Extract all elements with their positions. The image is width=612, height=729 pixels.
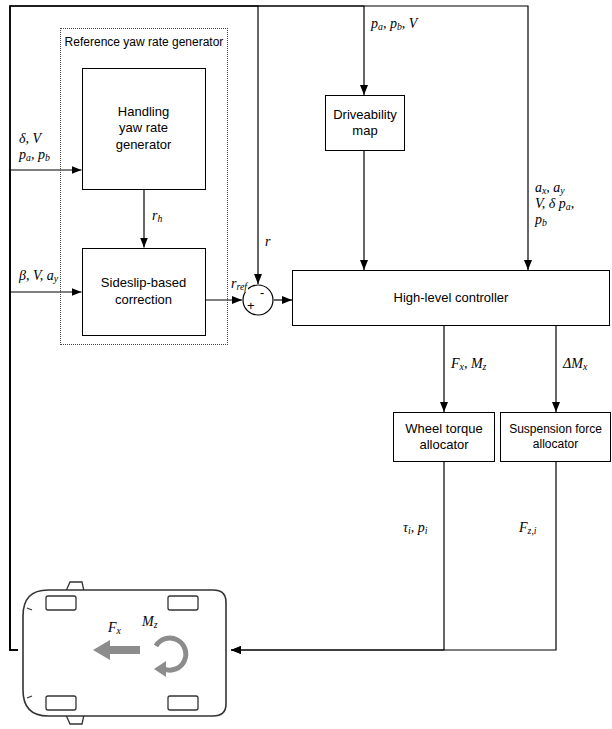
signal-label: ΔMx: [562, 356, 588, 372]
signal-connector: [231, 462, 444, 650]
math-symbol: p: [19, 147, 26, 162]
subscript: ref: [236, 281, 247, 292]
math-symbol: V: [535, 196, 542, 211]
signal-connector: [10, 6, 258, 650]
subscript: i: [408, 525, 411, 536]
math-symbol: M: [142, 614, 154, 629]
signal-connector: [143, 190, 144, 248]
signal-label: τi, pi: [402, 520, 428, 536]
signal-label: rref: [230, 276, 248, 292]
math-symbol: r: [231, 276, 236, 291]
math-symbol: V: [409, 16, 418, 31]
subscript: x: [583, 361, 587, 372]
math-symbol: δ: [549, 196, 556, 211]
box-label: Driveability map: [330, 107, 400, 140]
signal-label: δ, V pa, pb: [18, 131, 60, 163]
math-symbol: p: [371, 16, 378, 31]
signal-label: Fz,i: [518, 520, 538, 536]
signal-label: β, V, ay: [18, 268, 59, 284]
force-label: Fx: [108, 620, 121, 636]
subscript: y: [54, 273, 58, 284]
math-symbol: F: [451, 356, 460, 371]
box-label: Handling yaw rate generator: [108, 104, 180, 153]
signal-connector: [10, 170, 82, 650]
signal-connector: [363, 151, 364, 270]
math-symbol: τ: [403, 520, 408, 535]
box-label: Sideslip-based correction: [94, 275, 194, 308]
subscript: a: [378, 21, 383, 32]
allocator-box: Wheel torque allocator: [393, 412, 495, 462]
signal-connector: [206, 299, 243, 300]
math-symbol: M: [471, 356, 483, 371]
subscript: z: [154, 619, 158, 630]
math-symbol: r: [265, 234, 270, 249]
subscript: b: [397, 21, 402, 32]
box-label: Wheel torque allocator: [398, 421, 490, 454]
signal-label: Fx, Mz: [450, 356, 487, 372]
math-symbol: p: [418, 520, 425, 535]
group-title: Reference yaw rate generator: [61, 35, 227, 49]
math-symbol: p: [535, 212, 542, 227]
signal-connector: [10, 6, 364, 650]
math-symbol: p: [38, 147, 45, 162]
math-symbol: F: [519, 520, 528, 535]
box-label: High-level controller: [394, 290, 509, 306]
signal-connector: [231, 462, 556, 650]
math-symbol: F: [108, 620, 117, 635]
signal-connector: [10, 6, 528, 650]
math-symbol: δ: [19, 131, 26, 146]
allocator-box: Suspension force allocator: [500, 412, 611, 462]
subscript: x: [542, 185, 546, 196]
subscript: y: [560, 185, 564, 196]
signal-connector: [274, 299, 292, 300]
subscript: x: [460, 361, 464, 372]
signal-connector: [443, 326, 444, 412]
subscript: a: [566, 202, 571, 213]
process-box: Sideslip-based correction: [82, 248, 206, 336]
subscript: b: [542, 218, 547, 229]
subscript: i: [425, 525, 428, 536]
dashed-group: Reference yaw rate generatorHandling yaw…: [60, 28, 228, 345]
signal-label: ax, ay V, δ pa, pb: [534, 180, 576, 228]
subscript: a: [26, 153, 31, 164]
math-symbol: a: [47, 268, 54, 283]
math-symbol: a: [553, 180, 560, 195]
math-symbol: r: [152, 208, 157, 223]
vehicle: Fx Mz: [18, 580, 231, 726]
process-box: Driveability map: [325, 95, 405, 151]
math-symbol: p: [559, 196, 566, 211]
vehicle-illustration: [18, 580, 231, 726]
subscript: x: [117, 625, 121, 636]
signal-label: pa, pb, V: [370, 16, 418, 32]
subscript: b: [45, 153, 50, 164]
math-symbol: a: [535, 180, 542, 195]
math-symbol: V: [33, 268, 40, 283]
subscript: z: [483, 361, 487, 372]
process-box: Handling yaw rate generator: [82, 68, 206, 190]
signal-label: rh: [151, 208, 163, 224]
math-symbol: ΔM: [563, 356, 583, 371]
subscript: h: [157, 213, 162, 224]
math-symbol: β: [19, 268, 26, 283]
subscript: z,i: [528, 525, 537, 536]
controller-box: High-level controller: [292, 270, 610, 326]
box-label: Suspension force allocator: [505, 422, 606, 452]
sign-label: +: [247, 298, 255, 313]
signal-label: r: [264, 234, 271, 250]
sign-label: -: [260, 285, 264, 300]
force-label: Mz: [142, 614, 158, 630]
signal-connector: [555, 326, 556, 412]
math-symbol: V: [33, 131, 41, 146]
math-symbol: p: [390, 16, 397, 31]
